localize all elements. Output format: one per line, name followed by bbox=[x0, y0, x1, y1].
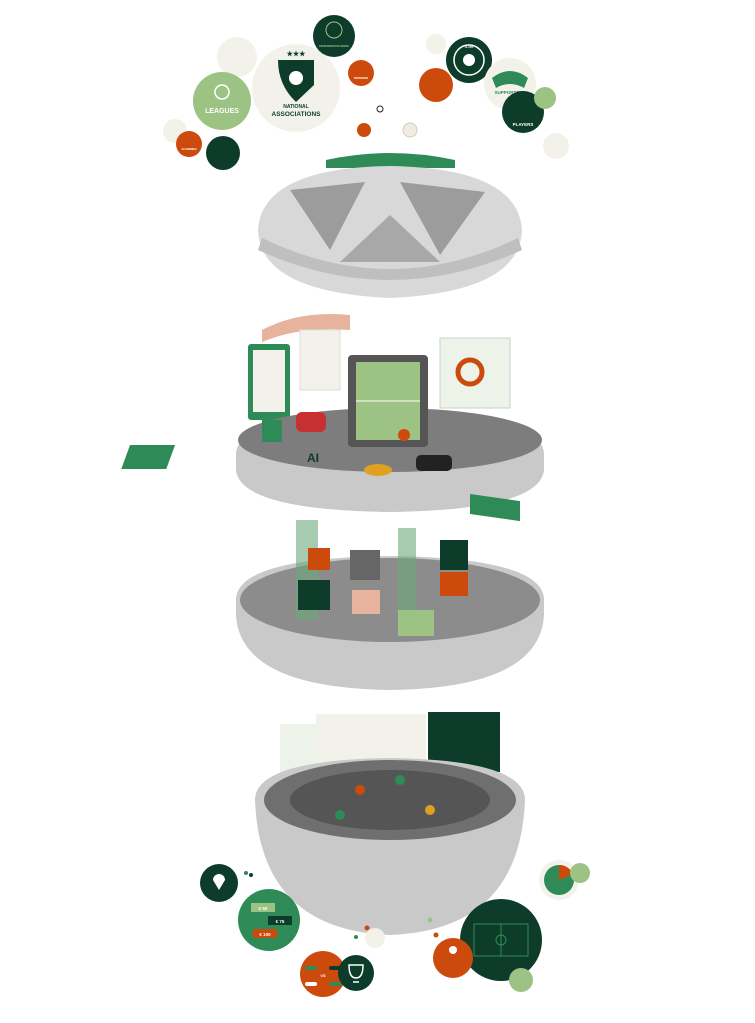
leagues-bubble[interactable] bbox=[193, 72, 251, 130]
svg-text:ASSOCIATIONS: ASSOCIATIONS bbox=[272, 111, 322, 118]
vr-headset bbox=[416, 455, 452, 471]
svg-text:ACADEMIES: ACADEMIES bbox=[181, 148, 196, 151]
players-bubble[interactable] bbox=[502, 91, 544, 133]
svg-text:€ 100: € 100 bbox=[259, 932, 271, 937]
shield-icon: ★★★ bbox=[278, 50, 314, 102]
svg-text:NATIONAL: NATIONAL bbox=[283, 104, 308, 110]
svg-text:SPONSORS: SPONSORS bbox=[354, 77, 369, 80]
svg-text:AI: AI bbox=[307, 451, 319, 465]
player-orange bbox=[357, 123, 371, 137]
operations-bowl bbox=[255, 712, 525, 935]
ticket-bubble bbox=[509, 968, 533, 992]
svg-text:SUPPORTERS: SUPPORTERS bbox=[494, 90, 525, 95]
output-bubbles: € 50 € 75 € 100 VS bbox=[200, 860, 590, 997]
sponsors-bubble[interactable] bbox=[348, 60, 374, 86]
ai-chip bbox=[121, 445, 176, 469]
location-pin-icon bbox=[213, 874, 225, 890]
trophy-bubble bbox=[338, 955, 374, 991]
svg-text:★★★: ★★★ bbox=[287, 50, 307, 58]
coach-figure bbox=[398, 429, 410, 441]
coins bbox=[364, 464, 392, 476]
video-icon bbox=[262, 420, 282, 442]
data-screen bbox=[316, 714, 426, 764]
svg-text:VS: VS bbox=[320, 973, 326, 978]
stakeholder-bubbles: ★★★ NATIONAL ASSOCIATIONS LEAGUES ACADEM… bbox=[163, 15, 569, 170]
player-white bbox=[402, 122, 418, 138]
svg-text:PLAYERS: PLAYERS bbox=[513, 122, 534, 127]
svg-text:REPRESENTATIVE BODIES: REPRESENTATIVE BODIES bbox=[319, 45, 349, 48]
svg-text:€ 50: € 50 bbox=[259, 906, 268, 911]
ball-icon bbox=[214, 84, 230, 100]
data-tier bbox=[236, 520, 544, 690]
top-dome bbox=[258, 166, 522, 298]
academies-bubble[interactable] bbox=[176, 131, 202, 157]
stadium-icon bbox=[492, 71, 528, 88]
pitch-with-players bbox=[326, 105, 455, 168]
svg-text:LEAGUES: LEAGUES bbox=[205, 108, 239, 115]
technology-tier: AI bbox=[121, 314, 544, 522]
svg-text:€ 75: € 75 bbox=[276, 919, 285, 924]
representative-bodies-bubble[interactable] bbox=[313, 15, 355, 57]
svg-text:CLUBS: CLUBS bbox=[465, 46, 474, 49]
game-controller bbox=[296, 412, 326, 432]
referee-bubble bbox=[433, 938, 473, 978]
trophy-icon bbox=[348, 964, 364, 983]
